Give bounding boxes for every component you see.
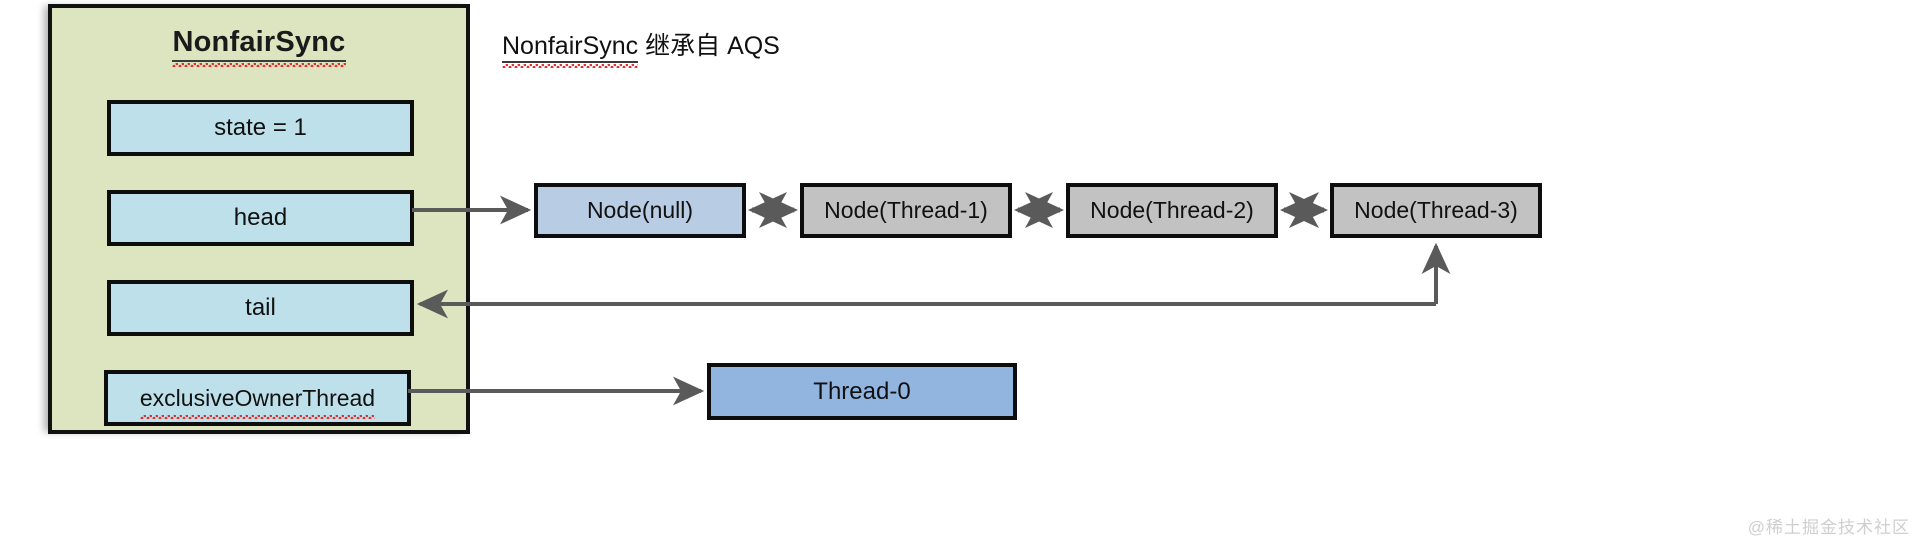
queue-node-thread-1: Node(Thread-1) bbox=[800, 183, 1012, 238]
field-tail: tail bbox=[107, 280, 414, 336]
queue-node-thread-2-label: Node(Thread-2) bbox=[1090, 197, 1254, 223]
field-head: head bbox=[107, 190, 414, 246]
field-head-label: head bbox=[233, 204, 288, 231]
field-state: state = 1 bbox=[107, 100, 414, 156]
owner-thread-box: Thread-0 bbox=[707, 363, 1017, 420]
panel-title: NonfairSync bbox=[52, 26, 466, 62]
field-state-label: state = 1 bbox=[214, 114, 307, 141]
field-tail-label: tail bbox=[245, 294, 276, 321]
queue-node-thread-3-label: Node(Thread-3) bbox=[1354, 197, 1518, 223]
field-exclusive-owner-thread: exclusiveOwnerThread bbox=[104, 370, 411, 426]
annotation-text: NonfairSync 继承自 AQS bbox=[502, 26, 780, 63]
annotation-cjk: 继承自 AQS bbox=[638, 32, 780, 60]
queue-node-head: Node(null) bbox=[534, 183, 746, 238]
queue-node-thread-1-label: Node(Thread-1) bbox=[824, 197, 988, 223]
panel-title-text: NonfairSync bbox=[172, 26, 346, 62]
owner-thread-label: Thread-0 bbox=[813, 377, 911, 405]
annotation-latin: NonfairSync bbox=[502, 32, 639, 63]
queue-node-thread-2: Node(Thread-2) bbox=[1066, 183, 1278, 238]
field-exclusive-owner-thread-label: exclusiveOwnerThread bbox=[139, 384, 376, 419]
queue-node-thread-3: Node(Thread-3) bbox=[1330, 183, 1542, 238]
watermark: @稀土掘金技术社区 bbox=[1747, 518, 1910, 537]
queue-node-head-label: Node(null) bbox=[586, 197, 694, 223]
nonfairsync-panel: NonfairSync state = 1 head tail exclusiv… bbox=[48, 4, 470, 434]
